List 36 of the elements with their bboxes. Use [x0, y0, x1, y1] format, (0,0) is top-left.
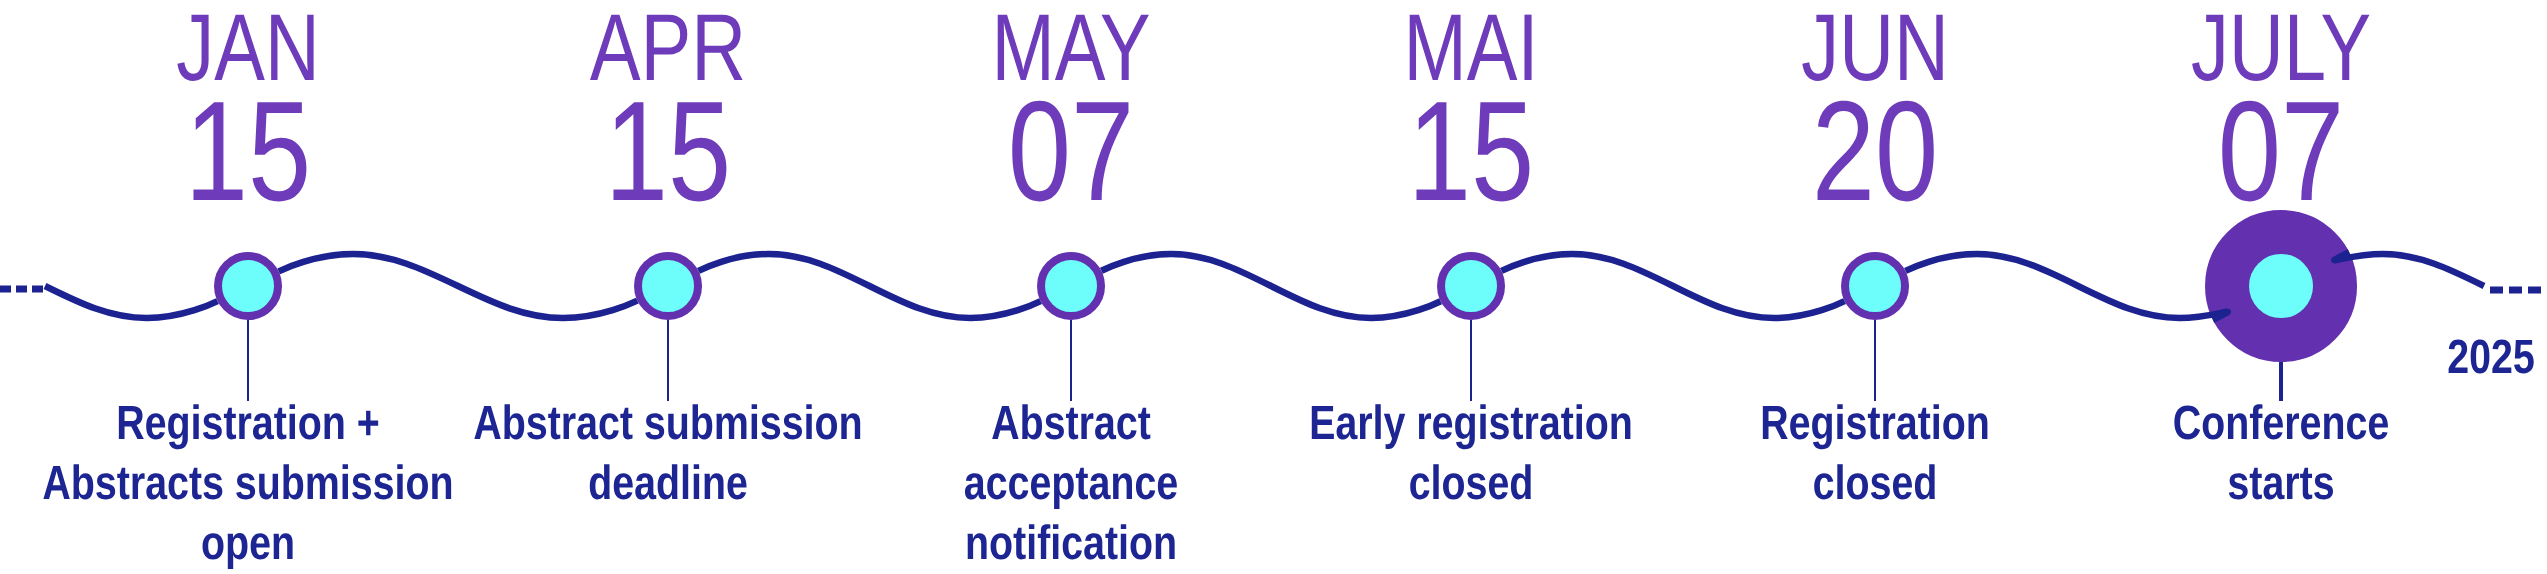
event-label: Early registration closed: [1311, 404, 1631, 500]
leader-line: [1470, 319, 1472, 402]
month-label: MAY: [997, 14, 1149, 80]
day-number: 15: [613, 102, 727, 202]
month-label: JULY: [2192, 14, 2370, 81]
month-label: MAI: [1409, 14, 1532, 80]
month-label: JUN: [1802, 14, 1943, 81]
timeline-dot: [1037, 252, 1105, 320]
day-number: 07: [1012, 100, 1129, 202]
wavy-timeline-line: [1100, 250, 1443, 322]
day-number: 07: [2222, 100, 2339, 202]
leader-line: [667, 319, 669, 402]
month-label: APR: [590, 14, 743, 80]
event-label: Abstract submission deadline: [474, 404, 861, 500]
event-label: Conference starts: [2174, 404, 2388, 500]
timeline-dot: [1841, 252, 1909, 320]
event-label: Registration + Abstracts submission open: [43, 404, 452, 569]
timeline-dot: [634, 252, 702, 320]
timeline-dot: [214, 252, 282, 320]
event-label: Registration closed: [1762, 404, 1988, 500]
event-label: Abstract acceptance notification: [964, 404, 1177, 560]
wavy-timeline-line: [697, 250, 1042, 322]
year-label: 2025: [2448, 339, 2534, 374]
leader-line: [2279, 362, 2283, 401]
wavy-timeline-line: [1500, 250, 1846, 322]
day-number: 20: [1817, 100, 1934, 202]
wavy-timeline-line: [277, 250, 639, 322]
wavy-timeline-line: [43, 283, 219, 322]
leader-line: [1070, 319, 1072, 402]
month-label: JAN: [177, 14, 314, 81]
day-number: 15: [193, 102, 307, 202]
large-timeline-dot: [2205, 210, 2357, 362]
leader-line: [247, 319, 249, 402]
timeline-dot: [1437, 252, 1505, 320]
day-number: 15: [1416, 102, 1530, 202]
leader-line: [1874, 319, 1876, 402]
